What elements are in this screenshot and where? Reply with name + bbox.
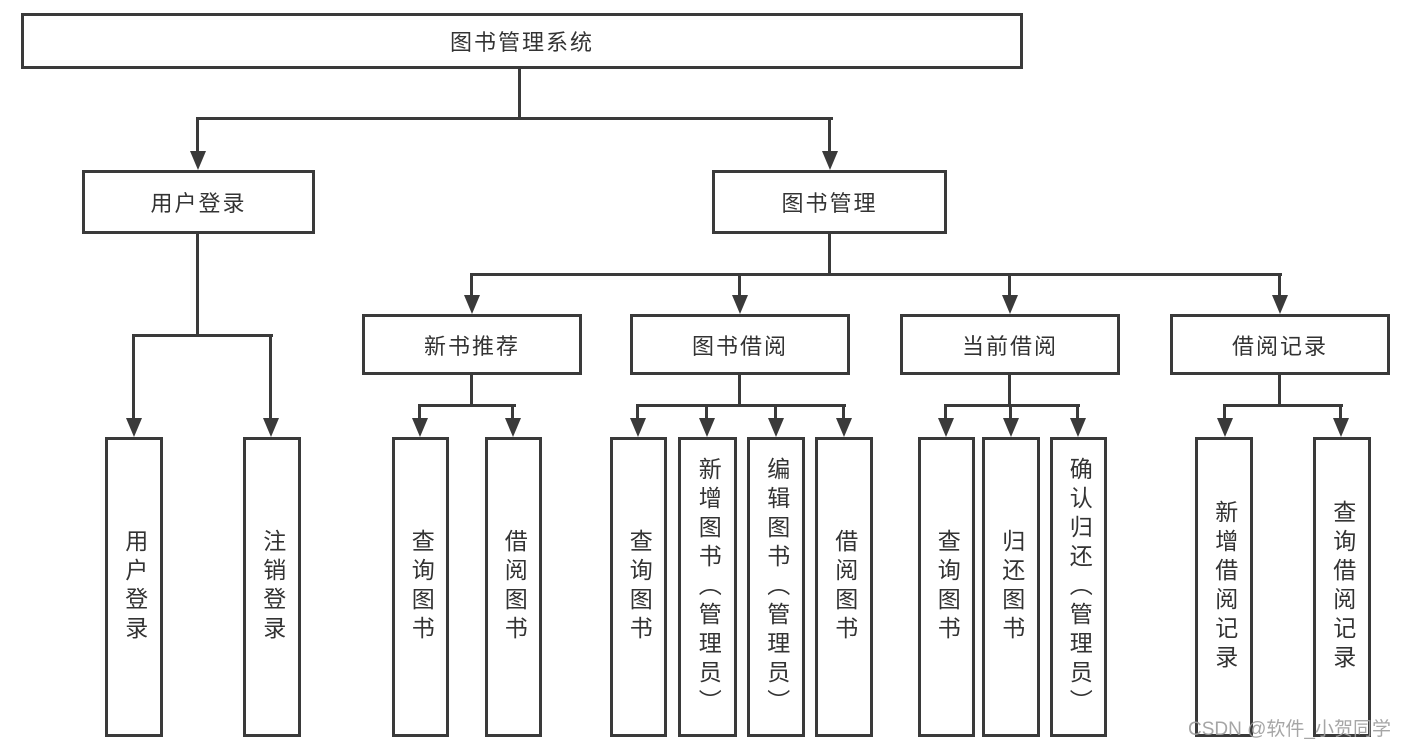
leaf-user-login-label: 用户登录 — [121, 529, 148, 645]
connector-line — [418, 404, 421, 421]
leaf-current-query-book-label: 查询图书 — [934, 529, 961, 645]
connector-line — [196, 117, 199, 153]
leaf-add-book-admin: 新增图书（管理员） — [678, 437, 737, 737]
leaf-user-login: 用户登录 — [105, 437, 163, 737]
arrow-head — [1070, 418, 1086, 437]
arrow-head — [732, 295, 748, 314]
arrow-head — [822, 151, 838, 170]
leaf-add-book-admin-label: 新增图书（管理员） — [695, 456, 722, 718]
arrow-head — [263, 418, 279, 437]
node-book-management-label: 图书管理 — [781, 191, 878, 216]
connector-line — [1278, 273, 1281, 300]
node-current-borrow: 当前借阅 — [900, 314, 1120, 375]
leaf-return-book-label: 归还图书 — [998, 529, 1025, 645]
connector-line — [196, 234, 199, 336]
arrow-head — [768, 418, 784, 437]
node-root: 图书管理系统 — [21, 13, 1023, 69]
connector-line — [518, 68, 521, 120]
node-book-management: 图书管理 — [712, 170, 947, 234]
leaf-edit-book-admin-label: 编辑图书（管理员） — [763, 456, 790, 718]
connector-line — [197, 117, 833, 120]
node-borrow-records: 借阅记录 — [1170, 314, 1390, 375]
arrow-head — [126, 418, 142, 437]
leaf-recommend-query-book: 查询图书 — [392, 437, 449, 737]
connector-line — [1339, 404, 1342, 421]
connector-line — [1008, 273, 1011, 300]
node-book-borrow: 图书借阅 — [630, 314, 850, 375]
leaf-recommend-borrow-book-label: 借阅图书 — [501, 529, 528, 645]
leaf-recommend-borrow-book: 借阅图书 — [485, 437, 542, 737]
connector-line — [705, 404, 708, 421]
connector-line — [738, 273, 741, 300]
arrow-head — [1333, 418, 1349, 437]
connector-line — [1223, 404, 1343, 407]
leaf-confirm-return-admin-label: 确认归还（管理员） — [1066, 456, 1093, 718]
node-book-borrow-label: 图书借阅 — [691, 333, 788, 359]
arrow-head — [412, 418, 428, 437]
leaf-borrow-book-label: 借阅图书 — [831, 529, 858, 645]
connector-line — [774, 404, 777, 421]
node-user-login: 用户登录 — [82, 170, 315, 234]
connector-line — [842, 404, 845, 421]
arrow-head — [1272, 295, 1288, 314]
leaf-logout-label: 注销登录 — [259, 529, 286, 645]
arrow-head — [938, 418, 954, 437]
connector-line — [1223, 404, 1226, 421]
leaf-add-borrow-record-label: 新增借阅记录 — [1211, 500, 1238, 674]
connector-line — [828, 234, 831, 275]
leaf-query-borrow-record: 查询借阅记录 — [1313, 437, 1371, 737]
connector-line — [1076, 404, 1079, 421]
connector-line — [418, 404, 516, 407]
leaf-confirm-return-admin: 确认归还（管理员） — [1050, 437, 1107, 737]
connector-line — [470, 273, 1282, 276]
connector-line — [636, 404, 639, 421]
node-borrow-records-label: 借阅记录 — [1231, 333, 1328, 359]
arrow-head — [505, 418, 521, 437]
arrow-head — [630, 418, 646, 437]
arrow-head — [1217, 418, 1233, 437]
connector-line — [1008, 375, 1011, 407]
arrow-head — [1003, 418, 1019, 437]
leaf-borrow-book: 借阅图书 — [815, 437, 873, 737]
node-new-book-recommend-label: 新书推荐 — [423, 333, 520, 359]
connector-line — [828, 117, 831, 153]
leaf-borrow-query-book-label: 查询图书 — [626, 529, 653, 645]
connector-line — [636, 404, 846, 407]
arrow-head — [1002, 295, 1018, 314]
arrow-head — [190, 151, 206, 170]
leaf-query-borrow-record-label: 查询借阅记录 — [1329, 500, 1356, 674]
leaf-recommend-query-book-label: 查询图书 — [408, 529, 435, 645]
connector-line — [511, 404, 514, 421]
connector-line — [132, 334, 135, 420]
connector-line — [470, 273, 473, 300]
leaf-return-book: 归还图书 — [982, 437, 1040, 737]
node-current-borrow-label: 当前借阅 — [961, 333, 1058, 359]
leaf-add-borrow-record: 新增借阅记录 — [1195, 437, 1253, 737]
leaf-logout: 注销登录 — [243, 437, 301, 737]
connector-line — [470, 375, 473, 407]
watermark-text: CSDN @软件_小贺同学 — [1188, 719, 1391, 740]
connector-line — [269, 334, 272, 420]
connector-line — [944, 404, 1080, 407]
node-root-label: 图书管理系统 — [449, 30, 594, 55]
connector-line — [1009, 404, 1012, 421]
node-user-login-label: 用户登录 — [150, 191, 247, 216]
leaf-borrow-query-book: 查询图书 — [610, 437, 667, 737]
node-new-book-recommend: 新书推荐 — [362, 314, 582, 375]
connector-line — [1278, 375, 1281, 407]
arrow-head — [699, 418, 715, 437]
leaf-current-query-book: 查询图书 — [918, 437, 975, 737]
connector-line — [944, 404, 947, 421]
arrow-head — [836, 418, 852, 437]
leaf-edit-book-admin: 编辑图书（管理员） — [747, 437, 805, 737]
arrow-head — [464, 295, 480, 314]
connector-line — [132, 334, 273, 337]
connector-line — [738, 375, 741, 407]
